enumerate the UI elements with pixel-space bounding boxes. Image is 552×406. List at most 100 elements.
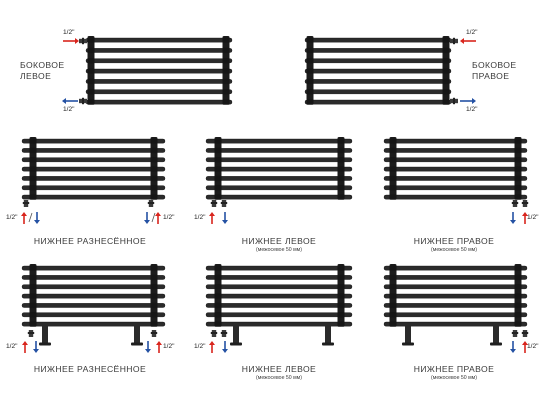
- radiator-tube: [383, 303, 528, 308]
- radiator-tube: [21, 176, 166, 181]
- collector-joint: [214, 138, 222, 144]
- collector-joint: [514, 147, 522, 154]
- pipe-size-label: 1/2": [466, 106, 478, 113]
- collector-joint: [389, 293, 397, 299]
- collector-joint: [150, 293, 158, 299]
- radiator-tube: [205, 138, 353, 144]
- collector-joint: [87, 68, 95, 74]
- label-side-right: БОКОВОЕ ПРАВОЕ: [472, 60, 517, 81]
- collector-joint: [87, 47, 95, 54]
- collector-joint: [150, 312, 158, 318]
- collector-joint: [337, 138, 345, 144]
- collector-joint: [337, 265, 345, 271]
- collector-joint: [222, 68, 230, 74]
- radiator-tube: [383, 194, 528, 200]
- collector-joint: [389, 185, 397, 191]
- arrow-head: [22, 341, 28, 345]
- radiator-tube: [205, 185, 353, 191]
- collector-joint: [87, 89, 95, 95]
- radiator: [85, 36, 233, 105]
- collector-joint: [337, 147, 345, 154]
- radiator-tube: [21, 293, 166, 299]
- collector-joint: [389, 194, 397, 200]
- label-spacing-note: (межосевое 50 мм): [431, 375, 477, 381]
- radiator-tube: [383, 284, 528, 290]
- collector-joint: [442, 58, 450, 64]
- collector-joint: [442, 47, 450, 54]
- radiator-tube: [21, 303, 166, 308]
- collector-joint: [29, 194, 37, 200]
- stand-foot: [131, 342, 143, 346]
- valve-nut: [22, 202, 30, 204]
- supply-arrow: [522, 341, 528, 353]
- supply-arrow: [156, 341, 162, 353]
- radiator-tube: [21, 284, 166, 290]
- radiator-tube: [205, 275, 353, 280]
- collector-joint: [389, 166, 397, 172]
- valve-nut: [453, 37, 455, 45]
- valve: [220, 200, 228, 207]
- radiator-tube: [205, 293, 353, 299]
- collector-joint: [337, 302, 345, 309]
- collector-joint: [29, 147, 37, 154]
- arrow-head: [21, 212, 27, 216]
- collector-joint: [87, 58, 95, 64]
- radiator-tube: [21, 138, 166, 144]
- collector-joint: [306, 89, 314, 95]
- valve-nut: [147, 202, 155, 204]
- pipe-size-label: 1/2": [6, 214, 18, 221]
- valve: [450, 97, 458, 105]
- arrow-head: [222, 349, 228, 353]
- collector-joint: [306, 58, 314, 64]
- radiator-tube: [85, 99, 233, 105]
- arrow-head: [510, 220, 516, 224]
- arrow-head: [510, 349, 516, 353]
- collector-joint: [337, 293, 345, 299]
- radiator: [21, 264, 166, 327]
- collector-joint: [150, 138, 158, 144]
- collector-joint: [337, 194, 345, 200]
- collector-joint: [150, 175, 158, 182]
- collector-joint: [222, 47, 230, 54]
- radiator-tube: [21, 275, 166, 280]
- radiator-tube: [205, 312, 353, 318]
- collector-joint: [222, 89, 230, 95]
- pipe-size-label: 1/2": [163, 343, 175, 350]
- radiator-tube: [205, 303, 353, 308]
- valve-nut: [82, 37, 84, 45]
- collector-joint: [222, 37, 230, 43]
- collector-joint: [514, 166, 522, 172]
- radiator-tube: [205, 284, 353, 290]
- valve: [27, 330, 35, 337]
- supply-arrow: [22, 341, 28, 353]
- collector-joint: [214, 166, 222, 172]
- collector-joint: [514, 157, 522, 163]
- collector-joint: [214, 312, 222, 318]
- valve-nut: [82, 97, 84, 105]
- valve: [150, 330, 158, 337]
- radiator-tube: [383, 176, 528, 181]
- collector-joint: [29, 274, 37, 281]
- pipe-size-label: 1/2": [527, 214, 539, 221]
- pipe-size-label: 1/2": [194, 214, 206, 221]
- radiator-tube: [383, 275, 528, 280]
- radiator-tube: [383, 312, 528, 318]
- collector-joint: [29, 175, 37, 182]
- arrow-head: [145, 349, 151, 353]
- collector-joint: [389, 175, 397, 182]
- floor-stand: [42, 326, 48, 345]
- label-spacing-note: (межосевое 50 мм): [256, 375, 302, 381]
- label-bottom-right: НИЖНЕЕ ПРАВОЕ: [413, 236, 495, 246]
- collector-joint: [514, 194, 522, 200]
- radiator-tube: [383, 185, 528, 191]
- collector-joint: [337, 274, 345, 281]
- supply-arrow: [209, 341, 215, 353]
- collector-joint: [150, 147, 158, 154]
- pipe-size-label: 1/2": [163, 214, 175, 221]
- separator-slash: [151, 212, 156, 223]
- radiator-tube: [21, 312, 166, 318]
- collector-joint: [150, 321, 158, 327]
- label-spacing-note: (межосевое 50 мм): [256, 247, 302, 253]
- collector-joint: [306, 99, 314, 105]
- valve-nut: [210, 202, 218, 204]
